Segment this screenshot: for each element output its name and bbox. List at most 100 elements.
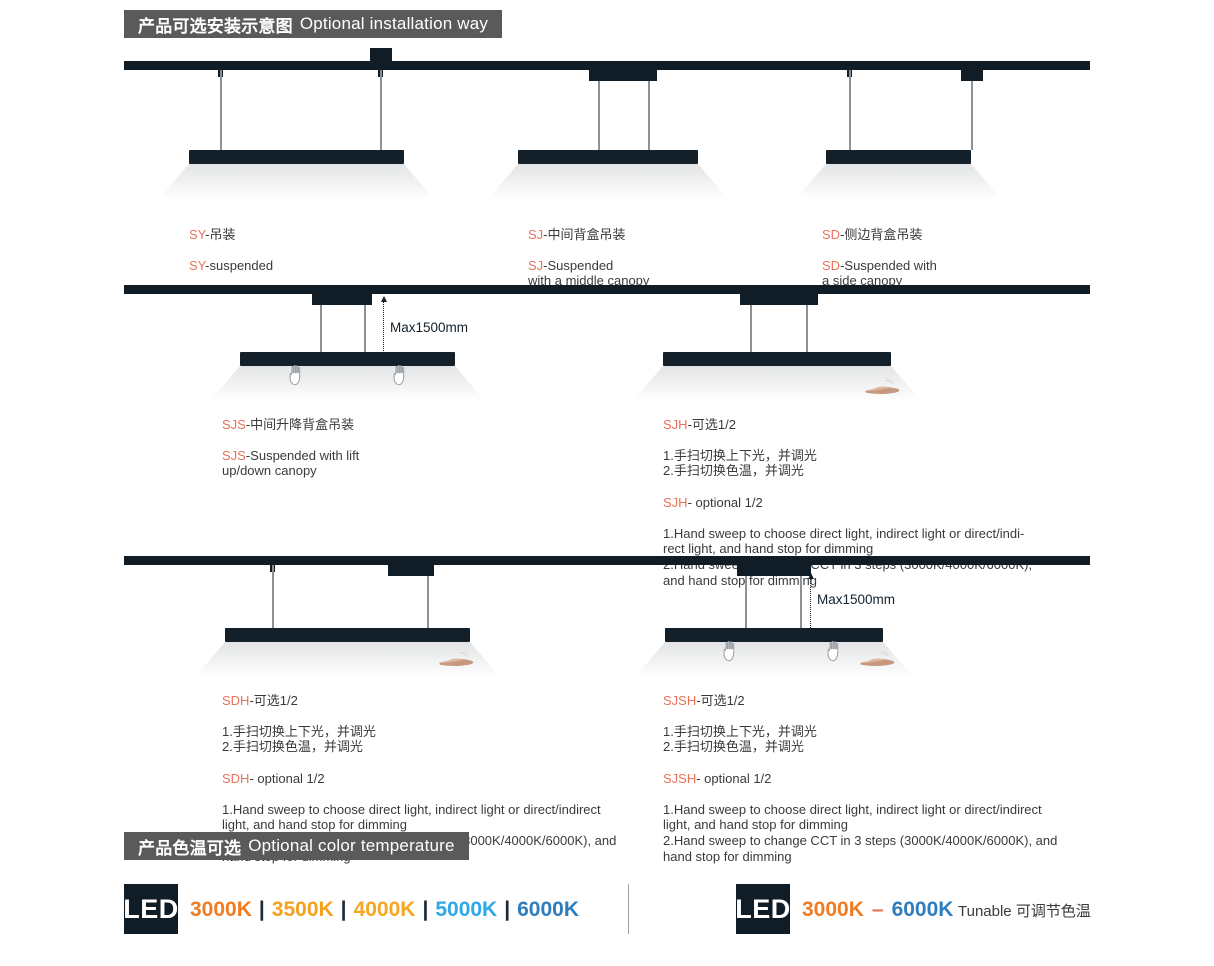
- dimension-arrow-up-sjsh: [807, 573, 814, 579]
- cct-divider: [628, 884, 629, 934]
- canopy-middle-sj: [589, 70, 657, 81]
- luminaire-sd: [826, 150, 971, 164]
- dimension-arrow-down-sjsh: [807, 629, 814, 635]
- caption-sd: SD-侧边背盒吊装 SD-Suspended with a side canop…: [822, 211, 937, 305]
- hand-up-icon-sjs-left: [289, 365, 301, 386]
- caption-sjsh-en-lines: 1.Hand sweep to choose direct light, ind…: [663, 801, 1058, 864]
- caption-sy-text-en: -suspended: [205, 257, 274, 273]
- caption-sjs-code-cn: SJS: [222, 416, 246, 432]
- caption-sjsh-cn-lines: 1.手扫切换上下光，并调光 2.手扫切换色温，并调光: [663, 723, 817, 755]
- ceiling-rail-row3: [124, 556, 1090, 565]
- suspension-wire-sy-right: [380, 70, 382, 150]
- cct-separator: |: [504, 898, 511, 921]
- cct-tunable-label: Tunable 可调节色温: [958, 903, 1091, 920]
- canopy-side-sdh: [388, 565, 434, 576]
- dimension-line-sjsh: [807, 573, 814, 635]
- suspension-wire-sjsh-right: [800, 576, 802, 629]
- caption-sy-cn: SY-吊装: [189, 227, 273, 243]
- light-cone-sjs: [210, 366, 485, 401]
- dimension-label-sjs: Max1500mm: [390, 320, 469, 335]
- luminaire-sjs: [240, 352, 455, 366]
- light-cone-sjsh: [635, 642, 913, 677]
- section-header-color-temperature: 产品色温可选 Optional color temperature: [124, 832, 469, 860]
- led-badge-tunable: LED: [735, 884, 791, 934]
- canopy-lift-sjs: [312, 294, 372, 305]
- caption-sjsh-en-title: SJSH- optional 1/2: [663, 771, 1057, 787]
- cct-step-5000k: 5000K: [435, 898, 498, 921]
- caption-sjh-code-cn: SJH: [663, 416, 688, 432]
- caption-sjh-cn-title: SJH-可选1/2: [663, 417, 1032, 433]
- suspension-wire-sjh-left: [750, 305, 752, 353]
- cct-step-6000k: 6000K: [517, 898, 580, 921]
- led-badge-tunable-label: LED: [735, 893, 791, 924]
- caption-sjsh-cn-title: SJSH-可选1/2: [663, 693, 1057, 709]
- caption-sd-text-cn: -侧边背盒吊装: [840, 226, 923, 242]
- caption-sjs-cn: SJS-中间升降背盒吊装: [222, 417, 359, 433]
- caption-sjsh-code-cn: SJSH: [663, 692, 697, 708]
- suspension-wire-sd-left: [849, 70, 851, 150]
- canopy-top-sy: [370, 48, 392, 61]
- dimension-line-sjs: [380, 296, 387, 358]
- canopy-lift-sjsh: [737, 565, 811, 576]
- luminaire-sy: [189, 150, 404, 164]
- light-cone-sjh: [633, 366, 921, 401]
- light-cone-sdh: [195, 642, 500, 677]
- cct-separator: |: [422, 898, 429, 921]
- suspension-wire-sj-right: [648, 81, 650, 150]
- caption-sj: SJ-中间背盒吊装 SJ-Suspended with a middle can…: [528, 211, 649, 305]
- caption-sj-en: SJ-Suspended with a middle canopy: [528, 258, 649, 289]
- luminaire-sjh: [663, 352, 891, 366]
- caption-sj-text-cn: -中间背盒吊装: [543, 226, 626, 242]
- caption-sjs: SJS-中间升降背盒吊装 SJS-Suspended with lift up/…: [222, 401, 359, 495]
- suspension-wire-sdh-left: [272, 565, 274, 629]
- cct-step-4000k: 4000K: [353, 898, 416, 921]
- suspension-wire-sy-left: [220, 70, 222, 150]
- section-header-cct-en: Optional color temperature: [248, 836, 455, 855]
- luminaire-sdh: [225, 628, 470, 642]
- caption-sjs-code-en: SJS: [222, 447, 246, 463]
- caption-sj-code-cn: SJ: [528, 226, 544, 242]
- dimension-arrow-down-sjs: [380, 352, 387, 358]
- cct-step-3000k: 3000K: [190, 898, 252, 921]
- caption-sy-en: SY-suspended: [189, 258, 273, 274]
- caption-sjh-text-cn: -可选1/2: [687, 416, 736, 432]
- caption-sdh-code-cn: SDH: [222, 692, 250, 708]
- caption-sd-code-en: SD: [822, 257, 841, 273]
- dimension-label-sjsh: Max1500mm: [817, 592, 896, 607]
- caption-sjh-en-title: SJH- optional 1/2: [663, 495, 1032, 511]
- cct-tunable-dash: –: [871, 898, 884, 921]
- suspension-wire-sjs-right: [364, 305, 366, 353]
- cct-tunable-range: 3000K – 6000K: [802, 898, 953, 922]
- cct-fixed-steps: 3000K|3500K|4000K|5000K|6000K: [190, 898, 579, 922]
- caption-sdh-text-en: - optional 1/2: [249, 770, 325, 786]
- luminaire-sjsh: [665, 628, 883, 642]
- caption-sjsh: SJSH-可选1/2 1.手扫切换上下光，并调光 2.手扫切换色温，并调光 SJ…: [663, 677, 1057, 880]
- hand-sweep-icon-sjsh: [860, 648, 895, 666]
- ceiling-rail-row2: [124, 285, 1090, 294]
- caption-sy-code-en: SY: [189, 257, 206, 273]
- caption-sd-code-cn: SD: [822, 226, 841, 242]
- hand-up-icon-sjs-right: [393, 365, 405, 386]
- caption-sd-cn: SD-侧边背盒吊装: [822, 227, 937, 243]
- cct-tunable-from: 3000K: [802, 898, 864, 921]
- caption-sjsh-text-en: - optional 1/2: [696, 770, 772, 786]
- caption-sjh-code-en: SJH: [663, 494, 688, 510]
- caption-sj-text-en: -Suspended with a middle canopy: [528, 257, 650, 289]
- caption-sdh-en-title: SDH- optional 1/2: [222, 771, 616, 787]
- caption-sd-text-en: -Suspended with a side canopy: [822, 257, 937, 289]
- caption-sjh: SJH-可选1/2 1.手扫切换上下光，并调光 2.手扫切换色温，并调光 SJH…: [663, 401, 1032, 604]
- caption-sy-text-cn: -吊装: [205, 226, 236, 242]
- section-header-installation-cn: 产品可选安装示意图: [138, 16, 293, 36]
- cct-separator: |: [258, 898, 265, 921]
- caption-sdh-code-en: SDH: [222, 770, 250, 786]
- hand-up-icon-sjsh-left: [723, 641, 735, 662]
- caption-sjsh-text-cn: -可选1/2: [696, 692, 745, 708]
- caption-sjs-text-en: -Suspended with lift up/down canopy: [222, 447, 360, 479]
- suspension-wire-sdh-right: [427, 576, 429, 629]
- light-cone-sd: [796, 164, 1001, 199]
- led-badge-fixed: LED: [123, 884, 178, 934]
- canopy-side-sd: [961, 70, 983, 81]
- suspension-wire-sj-left: [598, 81, 600, 150]
- caption-sdh-text-cn: -可选1/2: [249, 692, 298, 708]
- canopy-middle-sjh: [740, 294, 818, 305]
